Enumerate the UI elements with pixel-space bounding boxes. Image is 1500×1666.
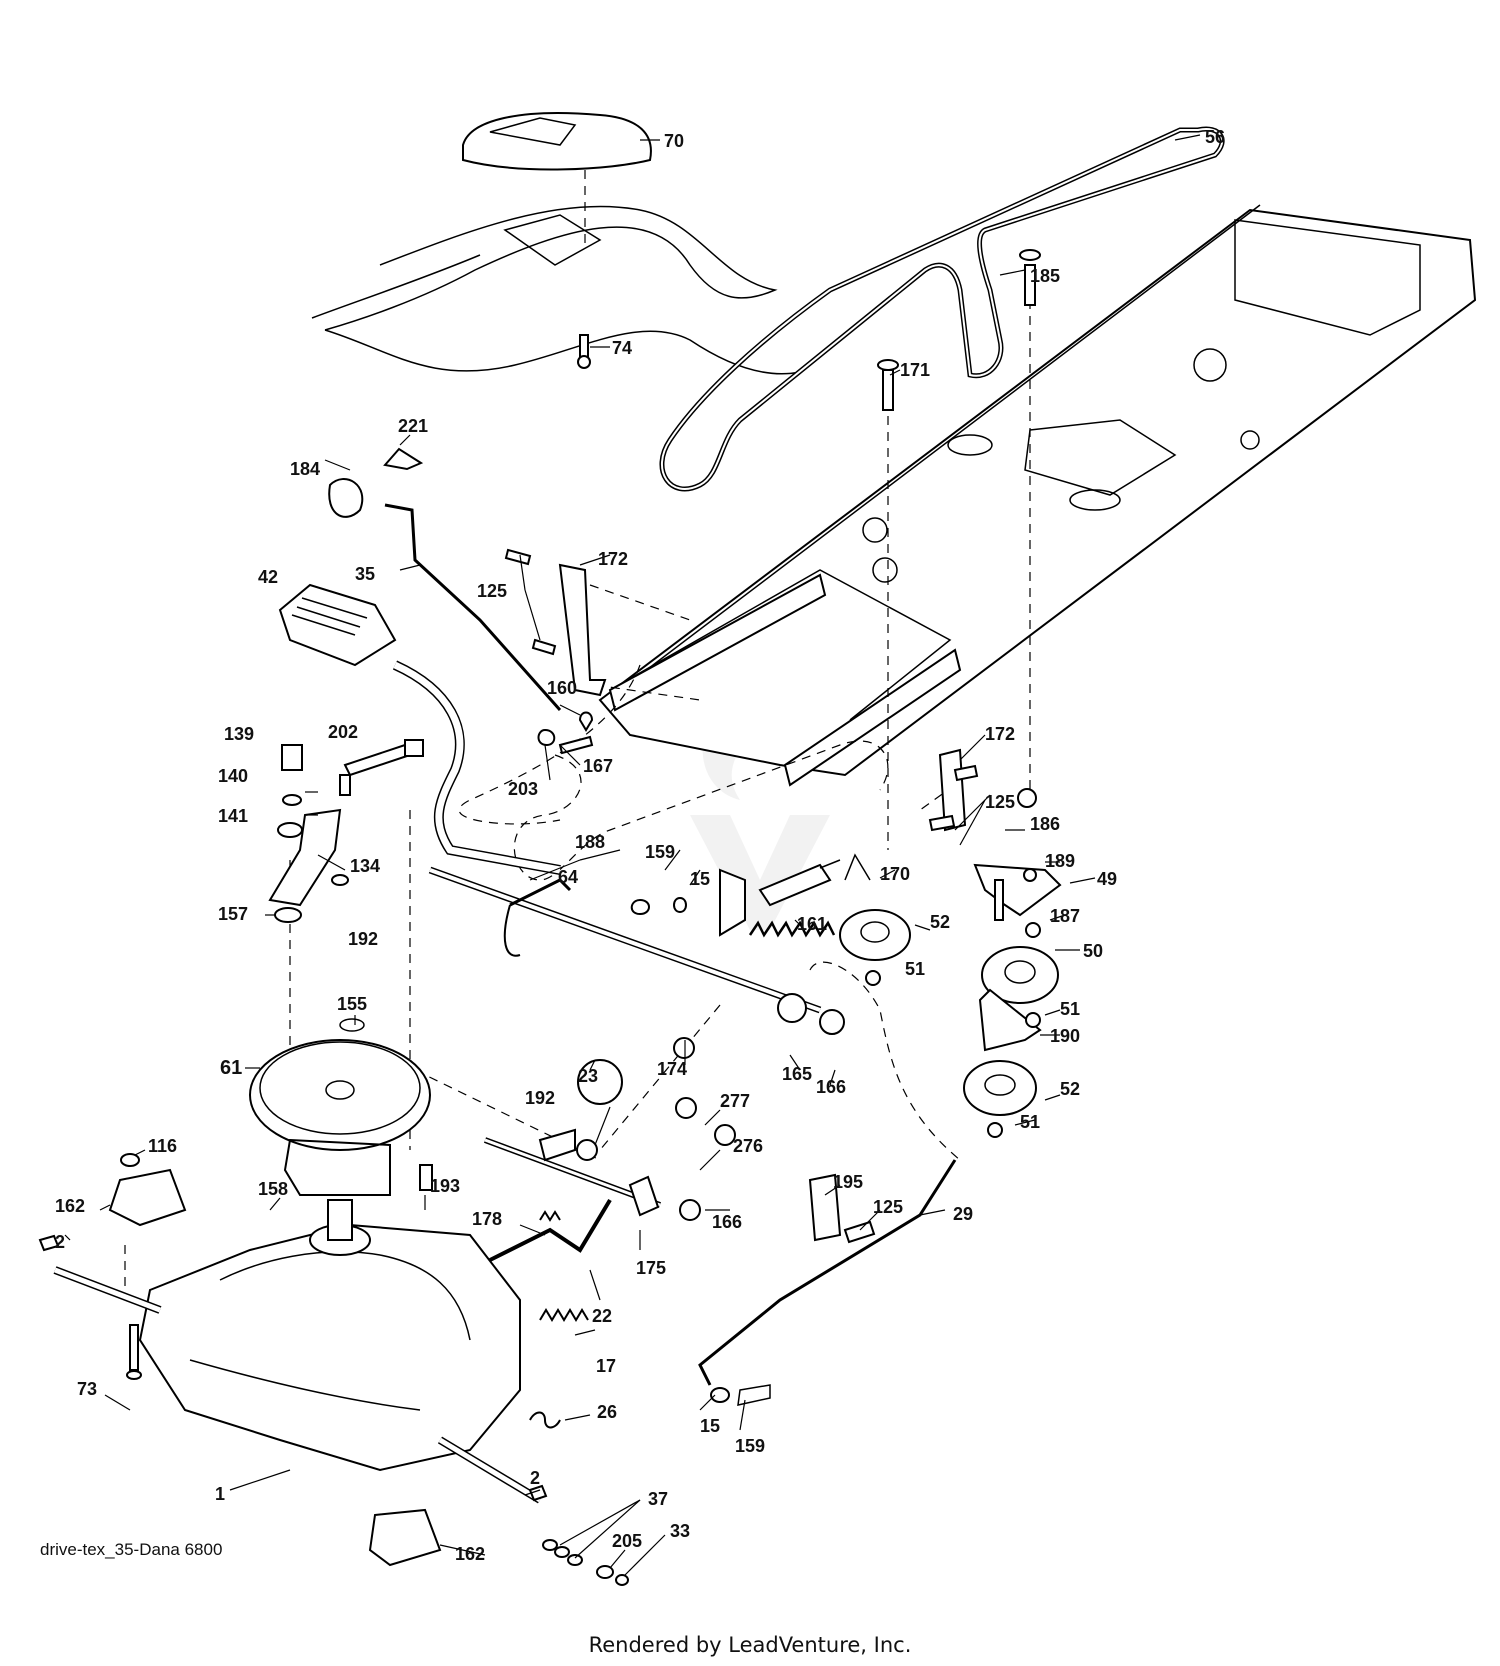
callout-74: 74	[612, 338, 632, 358]
callout-189: 189	[1045, 851, 1075, 871]
clip-parts	[383, 447, 687, 916]
callout-187: 187	[1050, 906, 1080, 926]
tension-spring	[748, 920, 836, 938]
control-rod	[698, 1159, 957, 1406]
callout-61: 61	[220, 1057, 242, 1079]
callout-165: 165	[782, 1064, 812, 1084]
callout-184: 184	[290, 459, 320, 479]
callout-1: 1	[215, 1484, 225, 1504]
callout-134: 134	[350, 856, 380, 876]
callout-158: 158	[258, 1179, 288, 1199]
callout-157: 157	[218, 904, 248, 924]
shift-arm-assembly	[483, 1037, 736, 1429]
callout-175: 175	[636, 1258, 666, 1278]
transmission-pulley	[249, 1018, 431, 1151]
callout-51a: 51	[905, 959, 925, 979]
callout-162b: 162	[455, 1544, 485, 1564]
callout-51b: 51	[1060, 999, 1080, 1019]
callout-141: 141	[218, 806, 248, 826]
callout-195: 195	[833, 1172, 863, 1192]
callout-162a: 162	[55, 1196, 85, 1216]
left-bracket-parts	[268, 739, 424, 923]
callout-49: 49	[1097, 869, 1117, 889]
pedal-linkage	[278, 478, 871, 1035]
callout-22: 22	[592, 1306, 612, 1326]
callout-188: 188	[575, 832, 605, 852]
callout-277: 277	[720, 1091, 750, 1111]
callout-178: 178	[472, 1209, 502, 1229]
axle-washers	[38, 1234, 629, 1586]
callout-52a: 52	[930, 912, 950, 932]
callout-125b: 125	[985, 792, 1015, 812]
transaxle	[53, 1138, 543, 1567]
callout-159a: 159	[645, 842, 675, 862]
callout-29: 29	[953, 1204, 973, 1224]
callout-221: 221	[398, 416, 428, 436]
callout-190: 190	[1050, 1026, 1080, 1046]
callout-51c: 51	[1020, 1112, 1040, 1132]
callout-35: 35	[355, 564, 375, 584]
callout-116: 116	[148, 1136, 177, 1156]
callout-160: 160	[547, 678, 577, 698]
callout-192b: 192	[525, 1088, 555, 1108]
callout-172b: 172	[985, 724, 1015, 744]
callout-193: 193	[430, 1176, 460, 1196]
callout-15b: 15	[700, 1416, 720, 1436]
callout-186: 186	[1030, 814, 1060, 834]
callout-64: 64	[558, 867, 578, 887]
assembly-lines	[124, 300, 1031, 1380]
callout-2b: 2	[530, 1468, 540, 1488]
callout-167: 167	[583, 756, 613, 776]
callout-174: 174	[657, 1059, 687, 1079]
callout-192a: 192	[348, 929, 378, 949]
callout-26: 26	[597, 1402, 617, 1422]
callout-125c: 125	[873, 1197, 903, 1217]
callout-70: 70	[664, 131, 684, 151]
callout-42: 42	[258, 567, 278, 587]
callout-170: 170	[880, 864, 910, 884]
callout-125a: 125	[477, 581, 507, 601]
callout-37: 37	[648, 1489, 668, 1509]
callout-155: 155	[337, 994, 367, 1014]
diagram-caption: drive-tex_35-Dana 6800	[40, 1540, 223, 1559]
part-callouts: 70 56 185 74 171 221 184 35 42 172 125 1…	[55, 127, 1225, 1564]
drive-belt	[659, 126, 1225, 492]
callout-23: 23	[578, 1066, 598, 1086]
callout-33: 33	[670, 1521, 690, 1541]
callout-171: 171	[900, 360, 930, 380]
callout-166b: 166	[712, 1212, 742, 1232]
callout-56: 56	[1205, 127, 1225, 147]
callout-139: 139	[224, 724, 254, 744]
chassis-frame	[598, 204, 1477, 787]
callout-52b: 52	[1060, 1079, 1080, 1099]
callout-140: 140	[218, 766, 248, 786]
callout-202: 202	[328, 722, 358, 742]
callout-17: 17	[596, 1356, 616, 1376]
hood-assembly	[311, 112, 801, 375]
callout-2a: 2	[55, 1232, 65, 1252]
callout-205: 205	[612, 1531, 642, 1551]
callout-276: 276	[733, 1136, 763, 1156]
callout-166a: 166	[816, 1077, 846, 1097]
callout-185: 185	[1030, 266, 1060, 286]
frame-hardware	[504, 249, 1041, 832]
callout-172a: 172	[598, 549, 628, 569]
render-footer: Rendered by LeadVenture, Inc.	[588, 1633, 912, 1657]
callout-73: 73	[77, 1379, 97, 1399]
callout-15a: 15	[690, 869, 710, 889]
callout-161: 161	[797, 914, 827, 934]
callout-203: 203	[508, 779, 538, 799]
idler-assembly	[839, 788, 1062, 1138]
callout-159b: 159	[735, 1436, 765, 1456]
leader-lines	[64, 134, 1201, 1576]
callout-50: 50	[1083, 941, 1103, 961]
